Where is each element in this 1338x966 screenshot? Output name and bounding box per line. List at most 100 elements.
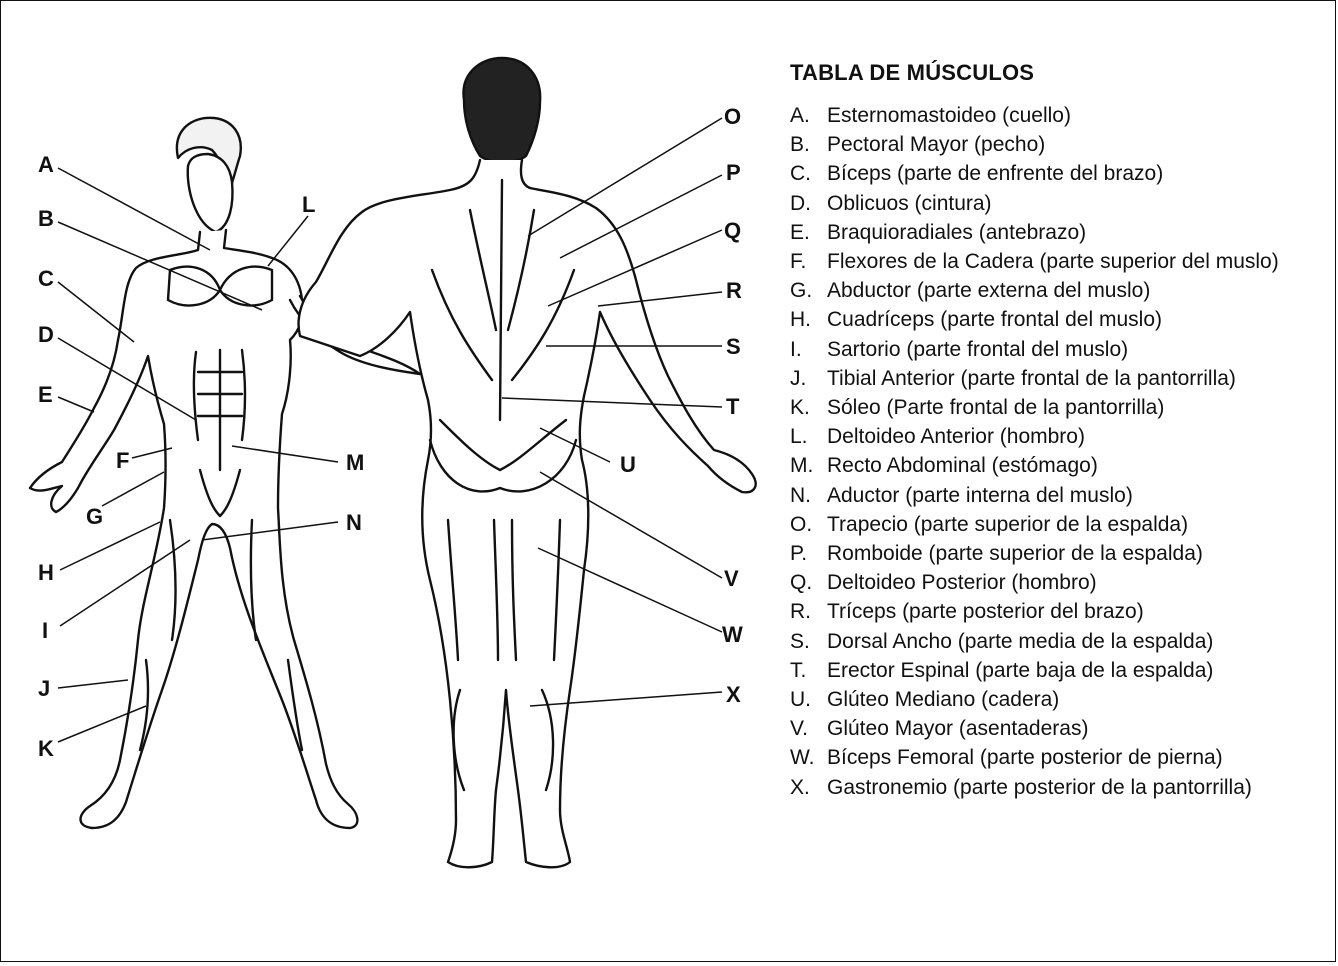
label-f: F xyxy=(116,448,129,473)
muscle-name: Deltoideo Posterior (hombro) xyxy=(827,571,1097,595)
muscle-code: U. xyxy=(790,688,811,712)
label-s: S xyxy=(726,334,741,359)
label-b: B xyxy=(38,206,54,231)
label-v: V xyxy=(724,566,739,591)
muscle-code: T. xyxy=(790,658,807,682)
list-item: V. Glúteo Mayor (asentaderas) xyxy=(790,714,1337,743)
muscle-list: A. Esternomastoideo (cuello) B. Pectoral M… xyxy=(790,101,1337,802)
front-figure xyxy=(28,116,422,830)
list-item: R. Tríceps (parte posterior del brazo) xyxy=(790,597,1337,626)
list-item: Q. Deltoideo Posterior (hombro) xyxy=(790,568,1337,597)
muscle-name: Bíceps Femoral (parte posterior de piern… xyxy=(827,746,1223,770)
label-n: N xyxy=(346,510,362,535)
label-a: A xyxy=(38,152,54,177)
list-item: G. Abductor (parte externa del muslo) xyxy=(790,276,1337,305)
list-item: J. Tibial Anterior (parte frontal de la p… xyxy=(790,364,1337,393)
muscle-name: Romboide (parte superior de la espalda) xyxy=(827,542,1203,566)
muscle-name: Abductor (parte externa del muslo) xyxy=(827,279,1151,303)
muscle-code: A. xyxy=(790,104,810,127)
muscle-name: Erector Espinal (parte baja de la espald… xyxy=(827,658,1214,682)
list-item: C. Bíceps (parte de enfrente del brazo) xyxy=(790,159,1337,188)
figure-labels: A B C D E F G H I J K L M N O P Q R S T … xyxy=(38,104,743,761)
muscle-code: N. xyxy=(790,483,811,507)
label-p: P xyxy=(726,160,741,185)
muscle-name: Tibial Anterior (parte frontal de la pan… xyxy=(827,366,1236,390)
muscle-code: E. xyxy=(790,220,810,244)
anatomy-figures: A B C D E F G H I J K L M N O P Q R S T … xyxy=(28,56,757,869)
label-e: E xyxy=(38,382,53,407)
label-q: Q xyxy=(724,218,741,243)
muscle-name: Dorsal Ancho (parte media de la espalda) xyxy=(827,629,1214,653)
list-item: F.Flexores de la Cadera (parte superior … xyxy=(790,247,1337,276)
list-item: H. Cuadríceps (parte frontal del muslo) xyxy=(790,305,1337,334)
muscle-name: Flexores de la Cadera (parte superior de… xyxy=(827,250,1279,274)
label-o: O xyxy=(724,104,741,129)
muscle-code: M. xyxy=(790,454,814,478)
list-item: L. Deltoideo Anterior (hombro) xyxy=(790,422,1337,451)
list-item: K.Sóleo (Parte frontal de la pantorrilla… xyxy=(790,393,1337,422)
muscle-name: Pectoral Mayor (pecho) xyxy=(827,133,1046,157)
label-c: C xyxy=(38,266,54,291)
label-i: I xyxy=(42,618,48,643)
list-item: X. Gastronemio (parte posterior de la pan… xyxy=(790,773,1337,802)
muscle-name: Cuadríceps (parte frontal del muslo) xyxy=(827,308,1162,332)
muscle-code: H. xyxy=(790,308,811,332)
label-g: G xyxy=(86,504,103,529)
muscle-name: Braquioradiales (antebrazo) xyxy=(827,220,1087,244)
label-d: D xyxy=(38,322,54,347)
list-item: P. Romboide (parte superior de la espalda… xyxy=(790,539,1337,568)
leader-lines xyxy=(57,117,723,743)
muscle-name: Trapecio (parte superior de la espalda) xyxy=(827,512,1189,536)
label-l: L xyxy=(302,192,315,217)
muscle-name: Glúteo Mediano (cadera) xyxy=(827,688,1060,712)
label-k: K xyxy=(38,736,54,761)
muscle-code: V. xyxy=(790,717,808,741)
label-h: H xyxy=(38,560,54,585)
muscle-code: O. xyxy=(790,512,813,536)
muscle-code: Q. xyxy=(790,571,813,595)
label-r: R xyxy=(726,278,742,303)
muscle-name: Sartorio (parte frontal del muslo) xyxy=(827,337,1129,361)
muscle-name: Sóleo (Parte frontal de la pantorrilla) xyxy=(827,396,1165,420)
muscle-name: Esternomastoideo (cuello) xyxy=(827,104,1071,127)
muscle-code: G. xyxy=(790,279,813,303)
label-w: W xyxy=(722,622,743,647)
muscle-code: P. xyxy=(790,542,808,566)
muscle-code: X. xyxy=(790,775,810,799)
list-item: B. Pectoral Mayor (pecho) xyxy=(790,130,1337,159)
muscle-code: W. xyxy=(790,746,815,770)
muscle-name: Gastronemio (parte posterior de la panto… xyxy=(827,775,1252,799)
list-item: A. Esternomastoideo (cuello) xyxy=(790,101,1337,130)
muscle-code: C. xyxy=(790,162,811,186)
muscle-code: J. xyxy=(790,366,807,390)
label-m: M xyxy=(346,450,364,475)
muscle-code: D. xyxy=(790,191,811,215)
muscle-name: Oblicuos (cintura) xyxy=(827,191,992,215)
muscle-name: Glúteo Mayor (asentaderas) xyxy=(827,717,1089,741)
label-j: J xyxy=(38,676,50,701)
list-item: T. Erector Espinal (parte baja de la espa… xyxy=(790,656,1337,685)
list-item: N. Aductor (parte interna del muslo) xyxy=(790,481,1337,510)
muscle-code: B. xyxy=(790,133,810,157)
list-item: E. Braquioradiales (antebrazo) xyxy=(790,218,1337,247)
muscle-code: R. xyxy=(790,600,811,624)
list-item: I. Sartorio (parte frontal del muslo) xyxy=(790,335,1337,364)
muscle-code: I. xyxy=(790,337,802,361)
back-figure xyxy=(297,56,757,869)
list-item: S. Dorsal Ancho (parte media de la espald… xyxy=(790,627,1337,656)
label-t: T xyxy=(726,394,740,419)
muscle-name: Deltoideo Anterior (hombro) xyxy=(827,425,1085,449)
label-x: X xyxy=(726,682,741,707)
muscle-code: L. xyxy=(790,425,808,449)
muscle-name: Aductor (parte interna del muslo) xyxy=(827,483,1133,507)
muscle-code: S. xyxy=(790,629,810,653)
list-item: M.Recto Abdominal (estómago) xyxy=(790,451,1337,480)
label-u: U xyxy=(620,452,636,477)
list-item: U. Glúteo Mediano (cadera) xyxy=(790,685,1337,714)
list-item: D. Oblicuos (cintura) xyxy=(790,189,1337,218)
list-item: O. Trapecio (parte superior de la espalda… xyxy=(790,510,1337,539)
list-item: W. Bíceps Femoral (parte posterior de pie… xyxy=(790,743,1337,772)
muscle-name: Bíceps (parte de enfrente del brazo) xyxy=(827,162,1164,186)
muscle-name: Tríceps (parte posterior del brazo) xyxy=(827,600,1144,624)
